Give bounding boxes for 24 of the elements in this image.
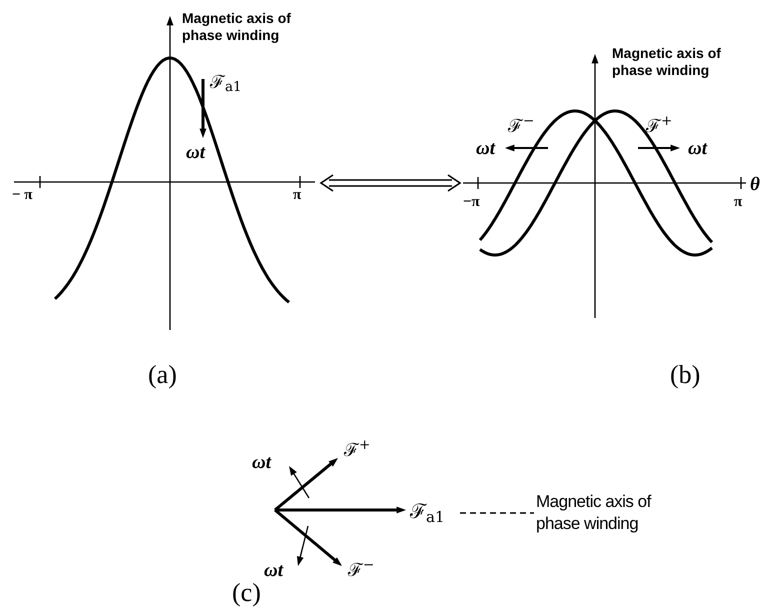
rotation-label: θ xyxy=(750,174,760,196)
rotation-label: ωt xyxy=(252,452,272,474)
tick-label: −π xyxy=(463,193,480,211)
rotation-label: ωt xyxy=(688,138,708,160)
phasor-label: ℱ$_{a1}$ xyxy=(210,72,242,94)
tick-label: π xyxy=(293,186,302,204)
dashed-line xyxy=(460,512,534,514)
phasor-label: ℱ$^{−}$ xyxy=(508,116,534,138)
tick-label: π xyxy=(734,193,742,211)
rotation-label: ωt xyxy=(476,138,496,160)
tick-label: − π xyxy=(12,186,33,204)
axis-label: Magnetic axis of phase winding xyxy=(182,10,292,44)
axis-label: Magnetic axis of phase winding xyxy=(536,491,652,535)
phasor-label: ℱ$^{+}$ xyxy=(646,116,672,138)
panel-label: (a) xyxy=(148,360,177,390)
axis-label: Magnetic axis of phase winding xyxy=(612,45,722,79)
phasor-label: ℱ$^{−}$ xyxy=(348,560,374,582)
double-arrow xyxy=(320,174,462,192)
rotation-label: ωt xyxy=(186,142,206,164)
panel-label: (c) xyxy=(232,578,261,608)
panel-label: (b) xyxy=(670,360,700,390)
rotation-label: ωt xyxy=(264,560,284,582)
phasor-label: ℱ$_{a1}$ xyxy=(410,499,446,523)
phasor-label: ℱ$^{+}$ xyxy=(344,440,370,462)
